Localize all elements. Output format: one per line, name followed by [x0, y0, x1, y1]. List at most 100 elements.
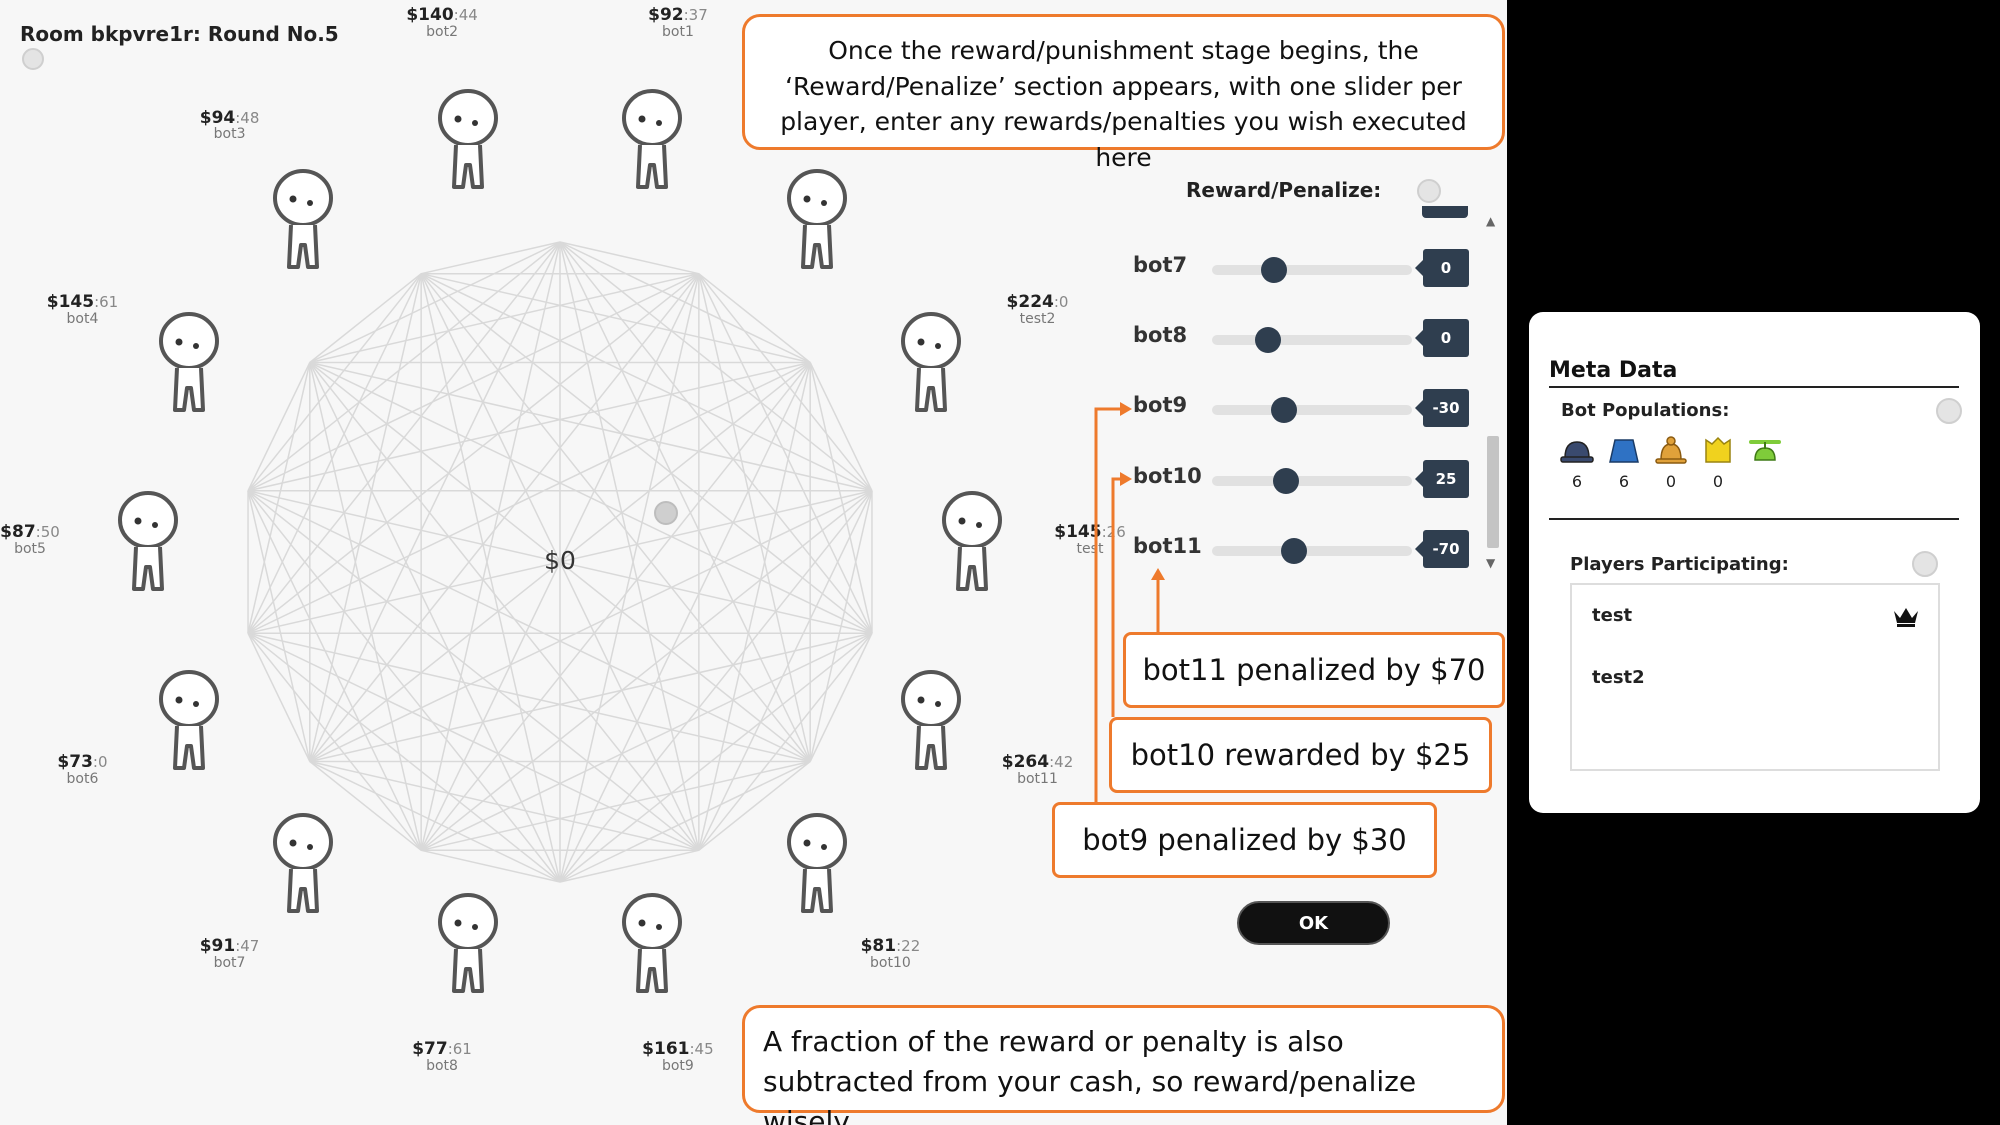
annotation-bot9: bot9 penalized by $30 [1052, 802, 1437, 878]
hat-icon [1560, 441, 1594, 463]
player-name: bot3 [213, 126, 246, 143]
network-edge [309, 272, 700, 364]
bot-population-count: 0 [1712, 472, 1724, 491]
network-edge [420, 273, 873, 634]
center-marker [654, 501, 678, 525]
slider-track[interactable] [1212, 405, 1412, 415]
network-edge [247, 632, 561, 883]
player-avatar[interactable] [617, 89, 687, 191]
pot-value: $0 [544, 546, 576, 575]
player-avatar[interactable] [896, 312, 966, 414]
player-avatar[interactable] [154, 312, 224, 414]
network-edge [809, 632, 873, 762]
bot-population-count: 6 [1618, 472, 1630, 491]
network-edge [698, 760, 811, 851]
player-money: $81 [860, 936, 897, 957]
player-money: $92 [648, 5, 684, 26]
scroll-thumb[interactable] [1487, 436, 1499, 548]
slider-thumb[interactable] [1273, 468, 1299, 494]
network-edge [559, 241, 700, 275]
network-edge [559, 362, 811, 883]
slider-track[interactable] [1212, 265, 1412, 275]
network-edge [309, 361, 873, 634]
slider-thumb[interactable] [1261, 257, 1287, 283]
participants-list: test test2 [1570, 583, 1940, 771]
player-network [247, 241, 873, 883]
bot-populations-info-toggle[interactable] [1936, 398, 1962, 424]
bot-population-count: 6 [1571, 472, 1583, 491]
player-name: bot7 [213, 955, 246, 972]
player-avatar[interactable] [268, 168, 338, 271]
reward-slider-row: bot11-70 [1130, 527, 1470, 571]
network-edge [309, 361, 873, 492]
network-edge [698, 273, 811, 364]
network-edge [247, 362, 311, 492]
player-money: $73 [57, 751, 93, 772]
ok-button[interactable]: OK [1237, 901, 1390, 945]
network-edge [420, 273, 811, 762]
instruction-callout-bottom: A fraction of the reward or penalty is a… [742, 1005, 1505, 1125]
slider-thumb[interactable] [1271, 397, 1297, 423]
divider [1549, 386, 1959, 388]
reward-panel-scrollbar[interactable]: ▲ ▼ [1484, 214, 1502, 574]
slider-track[interactable] [1212, 476, 1412, 486]
network-edge [247, 490, 561, 883]
reward-penalize-info-toggle[interactable] [1417, 179, 1441, 203]
player-avatar[interactable] [433, 89, 503, 191]
player-avatar[interactable] [268, 813, 338, 915]
network-edge [309, 362, 700, 851]
fez-icon [1609, 439, 1639, 463]
reward-slider-row: bot9-30 [1130, 386, 1470, 430]
slider-thumb[interactable] [1255, 327, 1281, 353]
player-avatar[interactable] [937, 491, 1007, 593]
player-score: :48 [235, 108, 260, 127]
network-edge [309, 760, 700, 852]
network-edge [309, 760, 422, 851]
player-avatar[interactable] [782, 168, 852, 271]
scroll-up-icon[interactable]: ▲ [1486, 214, 1496, 228]
network-edge [809, 362, 873, 492]
annotation-arrows [1094, 402, 1165, 802]
info-toggle[interactable] [22, 48, 44, 70]
slider-thumb[interactable] [1281, 538, 1307, 564]
network-edge [309, 241, 561, 762]
player-score: :44 [453, 6, 478, 25]
previous-slider-value [1422, 206, 1468, 218]
players-participating-info-toggle[interactable] [1912, 551, 1938, 577]
player-avatar[interactable] [113, 490, 183, 593]
player-score: :0 [1053, 293, 1069, 312]
player-name: bot6 [66, 770, 99, 787]
player-avatar[interactable] [433, 892, 503, 995]
annotation-arrow-line [1111, 477, 1122, 717]
slider-track[interactable] [1212, 335, 1412, 345]
slider-player-name: bot11 [1133, 534, 1202, 558]
participant-item: test2 [1592, 667, 1645, 688]
arrow-head-icon [1120, 402, 1132, 416]
network-edge [420, 272, 811, 364]
scroll-down-icon[interactable]: ▼ [1486, 556, 1496, 570]
player-money: $161 [642, 1038, 690, 1059]
player-avatar[interactable] [896, 669, 966, 772]
network-edge [247, 273, 700, 634]
player-avatar[interactable] [154, 669, 224, 772]
slider-track[interactable] [1212, 546, 1412, 556]
player-avatar[interactable] [617, 892, 687, 995]
player-avatar[interactable] [782, 813, 852, 915]
annotation-arrow-line [1094, 407, 1122, 802]
network-edge [247, 632, 700, 851]
player-score: :0 [92, 752, 108, 771]
network-edge [309, 760, 561, 883]
propeller-hat-icon [1749, 440, 1781, 461]
